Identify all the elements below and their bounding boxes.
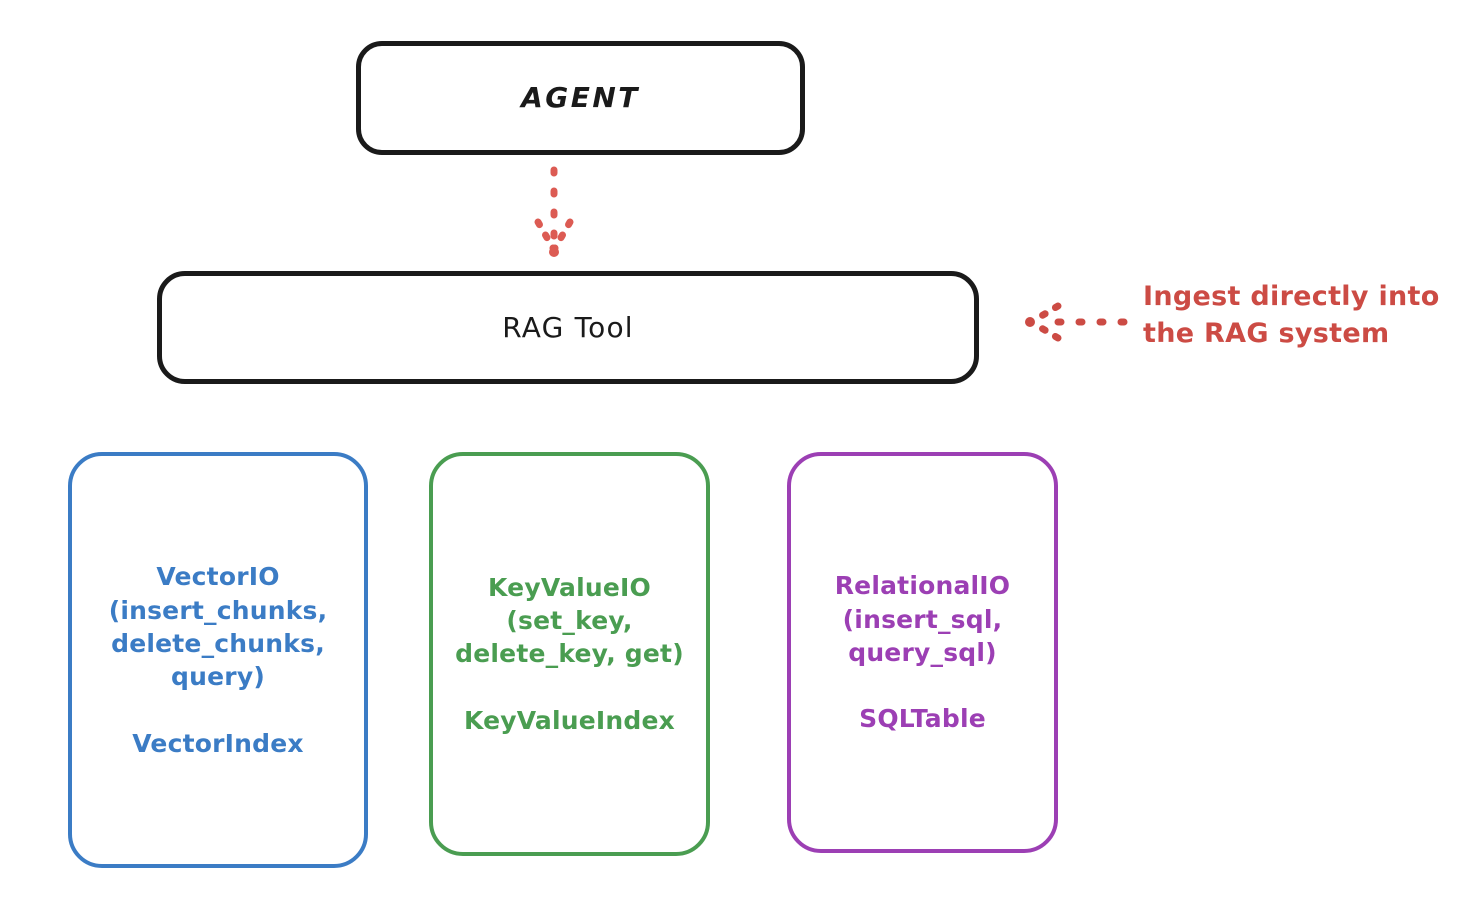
ingest-annotation-label: Ingest directly into the RAG system [1143, 281, 1440, 349]
agent-node[interactable]: AGENT [356, 41, 805, 155]
note-to-rag-arrow-icon [1025, 302, 1128, 342]
vector-io-node[interactable]: VectorIO (insert_chunks, delete_chunks, … [68, 452, 368, 868]
key-value-io-node[interactable]: KeyValueIO (set_key, delete_key, get) Ke… [429, 452, 710, 856]
agent-node-label: AGENT [521, 81, 640, 115]
rag-tool-node[interactable]: RAG Tool [157, 271, 979, 384]
relational-io-node[interactable]: RelationalIO (insert_sql, query_sql) SQL… [787, 452, 1058, 853]
rag-tool-node-label: RAG Tool [502, 310, 634, 344]
relational-io-node-label: RelationalIO (insert_sql, query_sql) SQL… [834, 571, 1011, 734]
key-value-io-node-label: KeyValueIO (set_key, delete_key, get) Ke… [455, 572, 684, 735]
vector-io-node-label: VectorIO (insert_chunks, delete_chunks, … [108, 562, 328, 758]
agent-to-rag-arrow-icon [534, 166, 574, 257]
